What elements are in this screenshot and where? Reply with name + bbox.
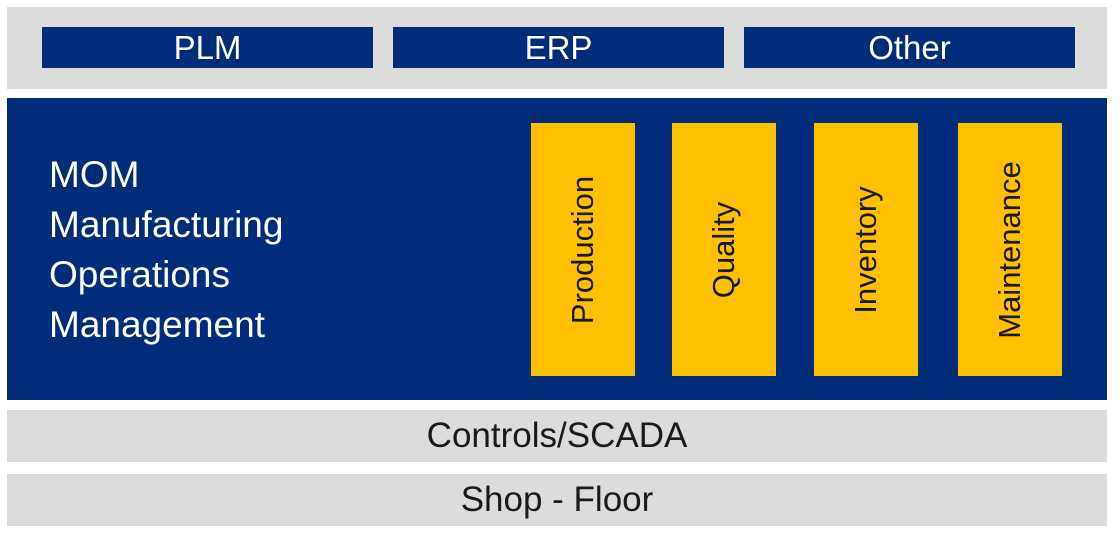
controls-scada-layer: Controls/SCADA — [7, 410, 1107, 462]
inventory-box: Inventory — [814, 123, 918, 376]
other-box: Other — [744, 27, 1075, 68]
maintenance-label: Maintenance — [992, 160, 1027, 339]
production-box: Production — [531, 123, 635, 376]
shop-floor-layer: Shop - Floor — [7, 474, 1107, 526]
mom-title-line: Manufacturing — [49, 204, 284, 245]
mom-layer: MOM Manufacturing Operations Management … — [7, 98, 1107, 400]
quality-box: Quality — [672, 123, 776, 376]
erp-box: ERP — [393, 27, 724, 68]
mom-title: MOM Manufacturing Operations Management — [49, 150, 283, 350]
production-label: Production — [565, 175, 600, 324]
mom-title-line: MOM — [49, 154, 140, 195]
plm-box: PLM — [42, 27, 373, 68]
mom-title-line: Management — [49, 304, 265, 345]
mom-title-line: Operations — [49, 254, 230, 295]
inventory-label: Inventory — [848, 185, 883, 314]
enterprise-layer: PLM ERP Other — [7, 7, 1107, 89]
maintenance-box: Maintenance — [958, 123, 1062, 376]
quality-label: Quality — [706, 201, 741, 298]
